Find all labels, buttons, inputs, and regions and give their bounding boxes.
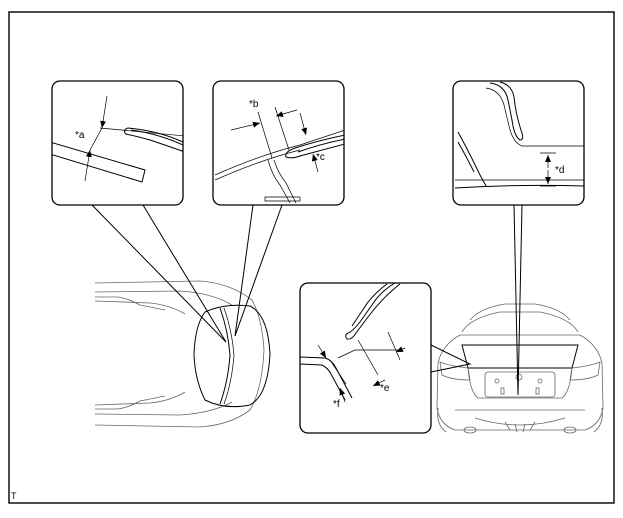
- callout-bc: *b *c: [212, 80, 345, 206]
- callout-a: *a: [51, 80, 184, 206]
- callout-label-a: *a: [75, 130, 85, 141]
- callout-d: *d: [452, 80, 585, 206]
- callout-label-b: *b: [249, 99, 259, 110]
- corner-mark: T: [11, 491, 17, 501]
- callout-ef: *e *f: [299, 282, 432, 434]
- leader-d: [513, 204, 523, 396]
- callout-label-c: *c: [316, 152, 325, 163]
- callout-label-d: *d: [555, 165, 564, 176]
- leader-a: [91, 204, 227, 343]
- callout-label-e: *e: [380, 383, 390, 394]
- callout-label-f: *f: [333, 399, 340, 410]
- leader-bc: [234, 204, 283, 337]
- car-front-view: [94, 280, 271, 428]
- leader-ef: [430, 344, 472, 373]
- car-rear-view: [436, 303, 604, 434]
